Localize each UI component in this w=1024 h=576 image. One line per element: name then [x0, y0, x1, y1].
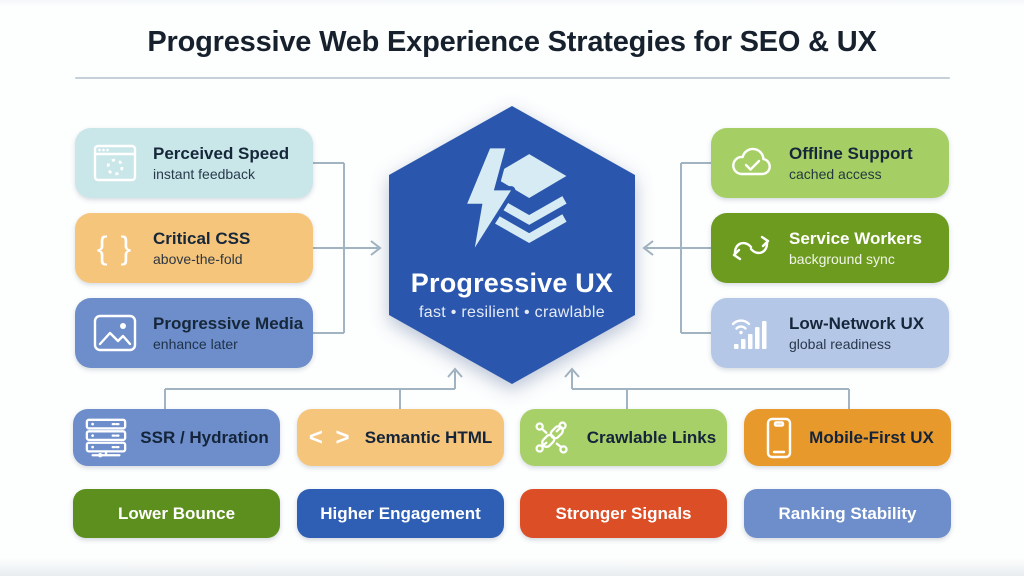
wifi-signal-icon — [727, 314, 775, 352]
outcome-stronger-signals: Stronger Signals — [520, 489, 727, 538]
card-offline-support: Offline Support cached access — [711, 128, 949, 198]
card-critical-css: { } Critical CSS above-the-fold — [75, 213, 313, 283]
center-hexagon: Progressive UX fast • resilient • crawla… — [387, 104, 637, 386]
card-subtitle: above-the-fold — [153, 250, 243, 267]
card-subtitle: cached access — [789, 165, 882, 182]
tactic-crawlable-links: Crawlable Links — [520, 409, 727, 466]
outcome-label: Ranking Stability — [778, 503, 917, 523]
hexagon-shape — [389, 106, 635, 384]
image-icon — [91, 314, 139, 352]
outcome-label: Stronger Signals — [555, 503, 692, 523]
smartphone-icon — [761, 417, 797, 459]
outcome-higher-engagement: Higher Engagement — [297, 489, 504, 538]
tactic-mobile-first: Mobile-First UX — [744, 409, 951, 466]
card-title: Service Workers — [789, 228, 922, 248]
card-subtitle: instant feedback — [153, 165, 255, 182]
page-title: Progressive Web Experience Strategies fo… — [147, 26, 877, 58]
sync-arrows-icon — [727, 232, 775, 264]
tactic-semantic-html: < > Semantic HTML — [297, 409, 504, 466]
tactic-ssr-hydration: SSR / Hydration — [73, 409, 280, 466]
lightning-layers-icon — [462, 144, 567, 252]
card-progressive-media: Progressive Media enhance later — [75, 298, 313, 368]
hexagon-subtitle: fast • resilient • crawlable — [419, 304, 605, 321]
card-subtitle: background sync — [789, 250, 895, 267]
link-nodes-icon — [531, 419, 575, 457]
arrow-left-icon — [642, 240, 654, 256]
title-divider — [75, 77, 950, 79]
card-low-network-ux: Low-Network UX global readiness — [711, 298, 949, 368]
card-subtitle: global readiness — [789, 335, 891, 352]
outcome-ranking-stability: Ranking Stability — [744, 489, 951, 538]
card-title: Critical CSS — [153, 228, 251, 248]
card-title: Perceived Speed — [153, 143, 290, 163]
cloud-check-icon — [727, 146, 775, 180]
card-title: Low-Network UX — [789, 313, 925, 333]
card-subtitle: enhance later — [153, 335, 238, 352]
tactic-label: Crawlable Links — [586, 427, 717, 447]
outcome-lower-bounce: Lower Bounce — [73, 489, 280, 538]
braces-icon: { } — [96, 230, 134, 266]
outcome-label: Lower Bounce — [117, 503, 236, 523]
card-title: Progressive Media — [153, 313, 304, 333]
tactic-label: SSR / Hydration — [140, 427, 269, 447]
card-title: Offline Support — [789, 143, 913, 163]
card-service-workers: Service Workers background sync — [711, 213, 949, 283]
outcome-label: Higher Engagement — [320, 503, 481, 523]
tactic-label: Mobile-First UX — [809, 427, 934, 447]
code-icon: < > — [308, 423, 353, 451]
server-icon — [84, 417, 128, 459]
arrow-right-icon — [370, 240, 382, 256]
tactic-label: Semantic HTML — [364, 427, 493, 447]
browser-loading-icon — [91, 144, 139, 182]
hexagon-label: Progressive UX — [410, 268, 614, 298]
card-perceived-speed: Perceived Speed instant feedback — [75, 128, 313, 198]
